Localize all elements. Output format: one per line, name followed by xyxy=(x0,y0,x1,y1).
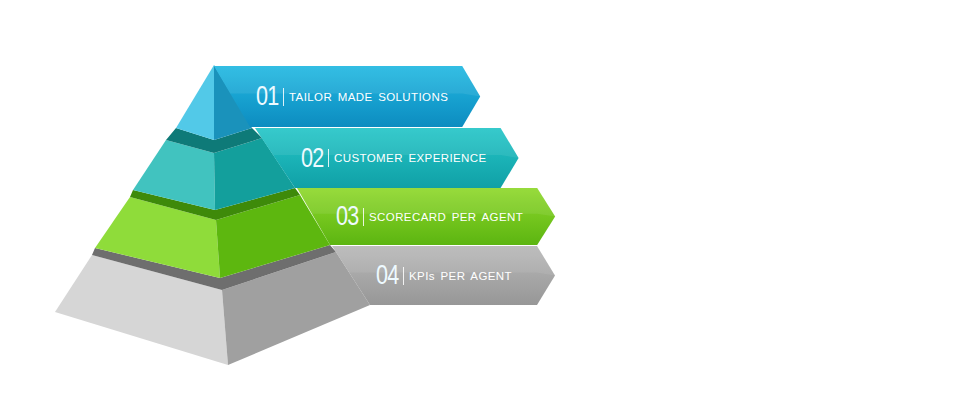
pyramid-face xyxy=(176,65,214,140)
step-label: SCORECARD PER AGENT xyxy=(363,208,523,226)
arrow-banner: 03 SCORECARD PER AGENT xyxy=(297,188,555,245)
banner-fill xyxy=(332,246,555,305)
arrow-banner: 01 TAILOR MADE SOLUTIONS xyxy=(214,66,480,127)
step-number: 04 xyxy=(376,260,398,291)
step-number: 02 xyxy=(301,143,323,174)
banner-fill xyxy=(214,66,480,127)
banner-row: 04 KPIs PER AGENT xyxy=(376,246,512,305)
banner-row: 02 CUSTOMER EXPERIENCE xyxy=(301,128,487,188)
banner-row: 01 TAILOR MADE SOLUTIONS xyxy=(256,66,448,127)
banner-fill xyxy=(297,188,555,245)
step-label: KPIs PER AGENT xyxy=(403,267,512,285)
step-number: 01 xyxy=(256,81,278,112)
arrow-banner: 02 CUSTOMER EXPERIENCE xyxy=(255,128,519,188)
step-label: CUSTOMER EXPERIENCE xyxy=(328,149,487,167)
banner-fill xyxy=(255,128,519,188)
step-label: TAILOR MADE SOLUTIONS xyxy=(283,88,448,106)
banner-row: 03 SCORECARD PER AGENT xyxy=(336,188,523,245)
arrow-banner: 04 KPIs PER AGENT xyxy=(332,246,555,305)
step-number: 03 xyxy=(336,201,358,232)
pyramid-face xyxy=(133,140,215,210)
